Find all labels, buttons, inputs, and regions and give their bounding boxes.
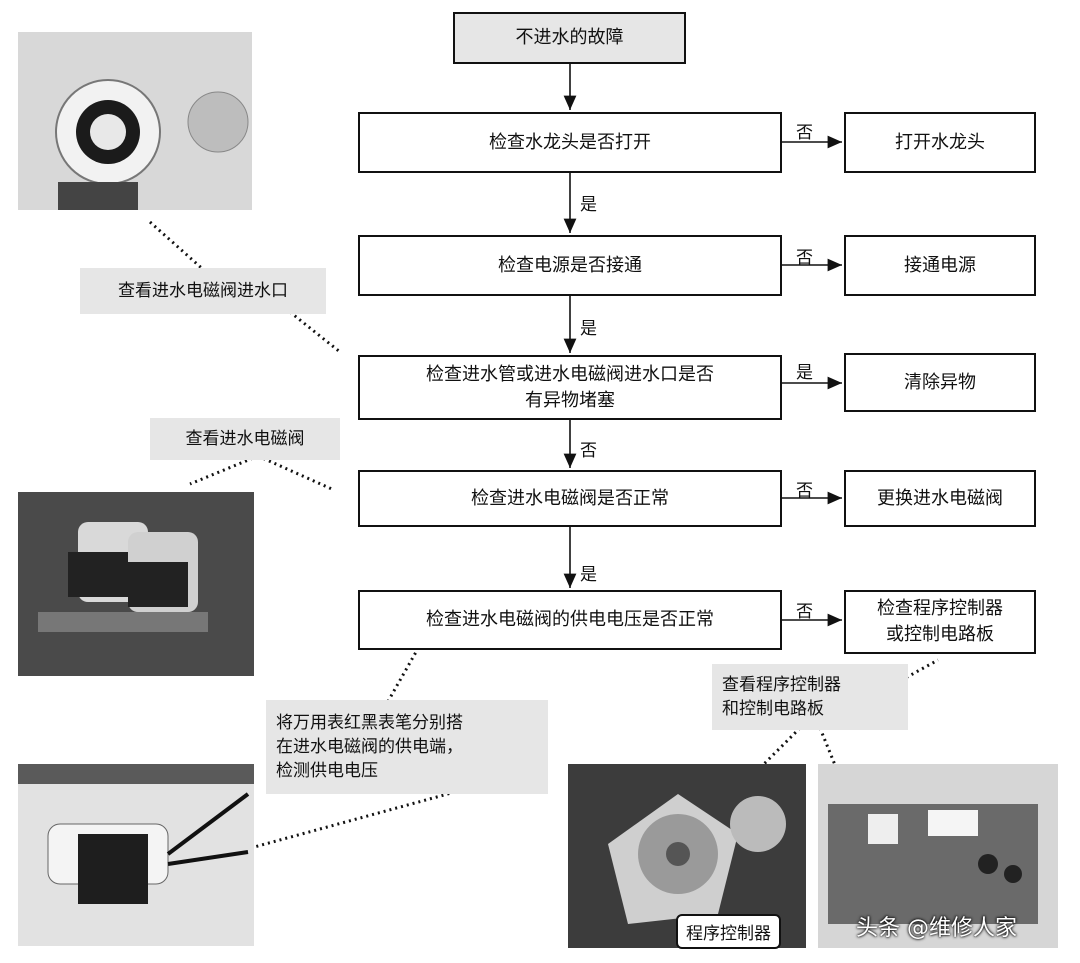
note-controller-line2: 和控制电路板 [722, 699, 824, 719]
step3-node: 检查进水管或进水电磁阀进水口是否 有异物堵塞 [358, 355, 782, 420]
note-controller: 查看程序控制器 和控制电路板 [712, 664, 908, 730]
label-yes-4: 是 [580, 565, 597, 585]
step5-action-label-line1: 检查程序控制器 [877, 598, 1003, 619]
step5-action-node: 检查程序控制器 或控制电路板 [844, 590, 1036, 654]
photo-meter-drawing [18, 764, 254, 946]
photo-circuit-board-drawing [818, 764, 1058, 948]
start-label: 不进水的故障 [515, 27, 624, 48]
step3-action-node: 清除异物 [844, 353, 1036, 412]
step5-label: 检查进水电磁阀的供电电压是否正常 [426, 609, 714, 630]
step2-action-label: 接通电源 [904, 254, 976, 276]
step3-label-line1: 检查进水管或进水电磁阀进水口是否 [426, 363, 714, 385]
step2-label: 检查电源是否接通 [498, 254, 642, 276]
note-valve: 查看进水电磁阀 [150, 418, 340, 460]
photo-inlet [18, 32, 252, 210]
photo-circuit-board [818, 764, 1058, 948]
label-no-4: 否 [796, 481, 813, 501]
note-controller-line1: 查看程序控制器 [722, 675, 841, 695]
note-inlet-text: 查看进水电磁阀进水口 [118, 281, 288, 301]
pointer-controller-action [879, 658, 939, 694]
label-yes-1: 是 [580, 195, 597, 215]
step5-action-label-line2: 或控制电路板 [886, 624, 994, 645]
step3-label-line2: 有异物堵塞 [525, 389, 615, 411]
step1-label: 检查水龙头是否打开 [489, 131, 651, 153]
note-meter-line1: 将万用表红黑表笔分别搭 [276, 713, 463, 733]
note-meter-line3: 检测供电电压 [276, 761, 378, 781]
pointer-valve-step4 [257, 454, 335, 492]
step4-action-label: 更换进水电磁阀 [877, 487, 1003, 509]
photo-valve [18, 492, 254, 676]
step1-action-node: 打开水龙头 [844, 112, 1036, 173]
watermark: 头条 @维修人家 [856, 910, 1017, 942]
label-yes-3: 是 [796, 363, 813, 383]
label-no-3: 否 [580, 441, 597, 461]
note-meter: 将万用表红黑表笔分别搭 在进水电磁阀的供电端， 检测供电电压 [266, 700, 548, 794]
step4-node: 检查进水电磁阀是否正常 [358, 470, 782, 527]
note-inlet: 查看进水电磁阀进水口 [80, 268, 326, 314]
step5-node: 检查进水电磁阀的供电电压是否正常 [358, 590, 782, 650]
label-no-2: 否 [796, 248, 813, 268]
step4-label: 检查进水电磁阀是否正常 [471, 487, 669, 509]
step1-action-label: 打开水龙头 [895, 131, 985, 153]
photo-valve-drawing [18, 492, 254, 676]
pointer-inlet-photo [149, 220, 207, 274]
controller-caption-text: 程序控制器 [686, 924, 771, 944]
note-valve-text: 查看进水电磁阀 [185, 429, 305, 449]
step3-action-label: 清除异物 [904, 371, 976, 393]
step2-action-node: 接通电源 [844, 235, 1036, 296]
controller-caption: 程序控制器 [676, 914, 781, 949]
label-no-1: 否 [796, 123, 813, 143]
note-meter-line2: 在进水电磁阀的供电端， [276, 737, 463, 757]
step2-node: 检查电源是否接通 [358, 235, 782, 296]
step1-node: 检查水龙头是否打开 [358, 112, 782, 173]
label-yes-2: 是 [580, 319, 597, 339]
label-no-5: 否 [796, 602, 813, 622]
start-node: 不进水的故障 [453, 12, 686, 64]
pointer-valve-photo [189, 454, 259, 486]
photo-meter [18, 764, 254, 946]
step4-action-node: 更换进水电磁阀 [844, 470, 1036, 527]
pointer-inlet-step3 [289, 310, 341, 354]
watermark-text: 头条 @维修人家 [856, 916, 1017, 941]
photo-inlet-drawing [18, 32, 252, 210]
pointer-meter-photo [235, 790, 456, 854]
